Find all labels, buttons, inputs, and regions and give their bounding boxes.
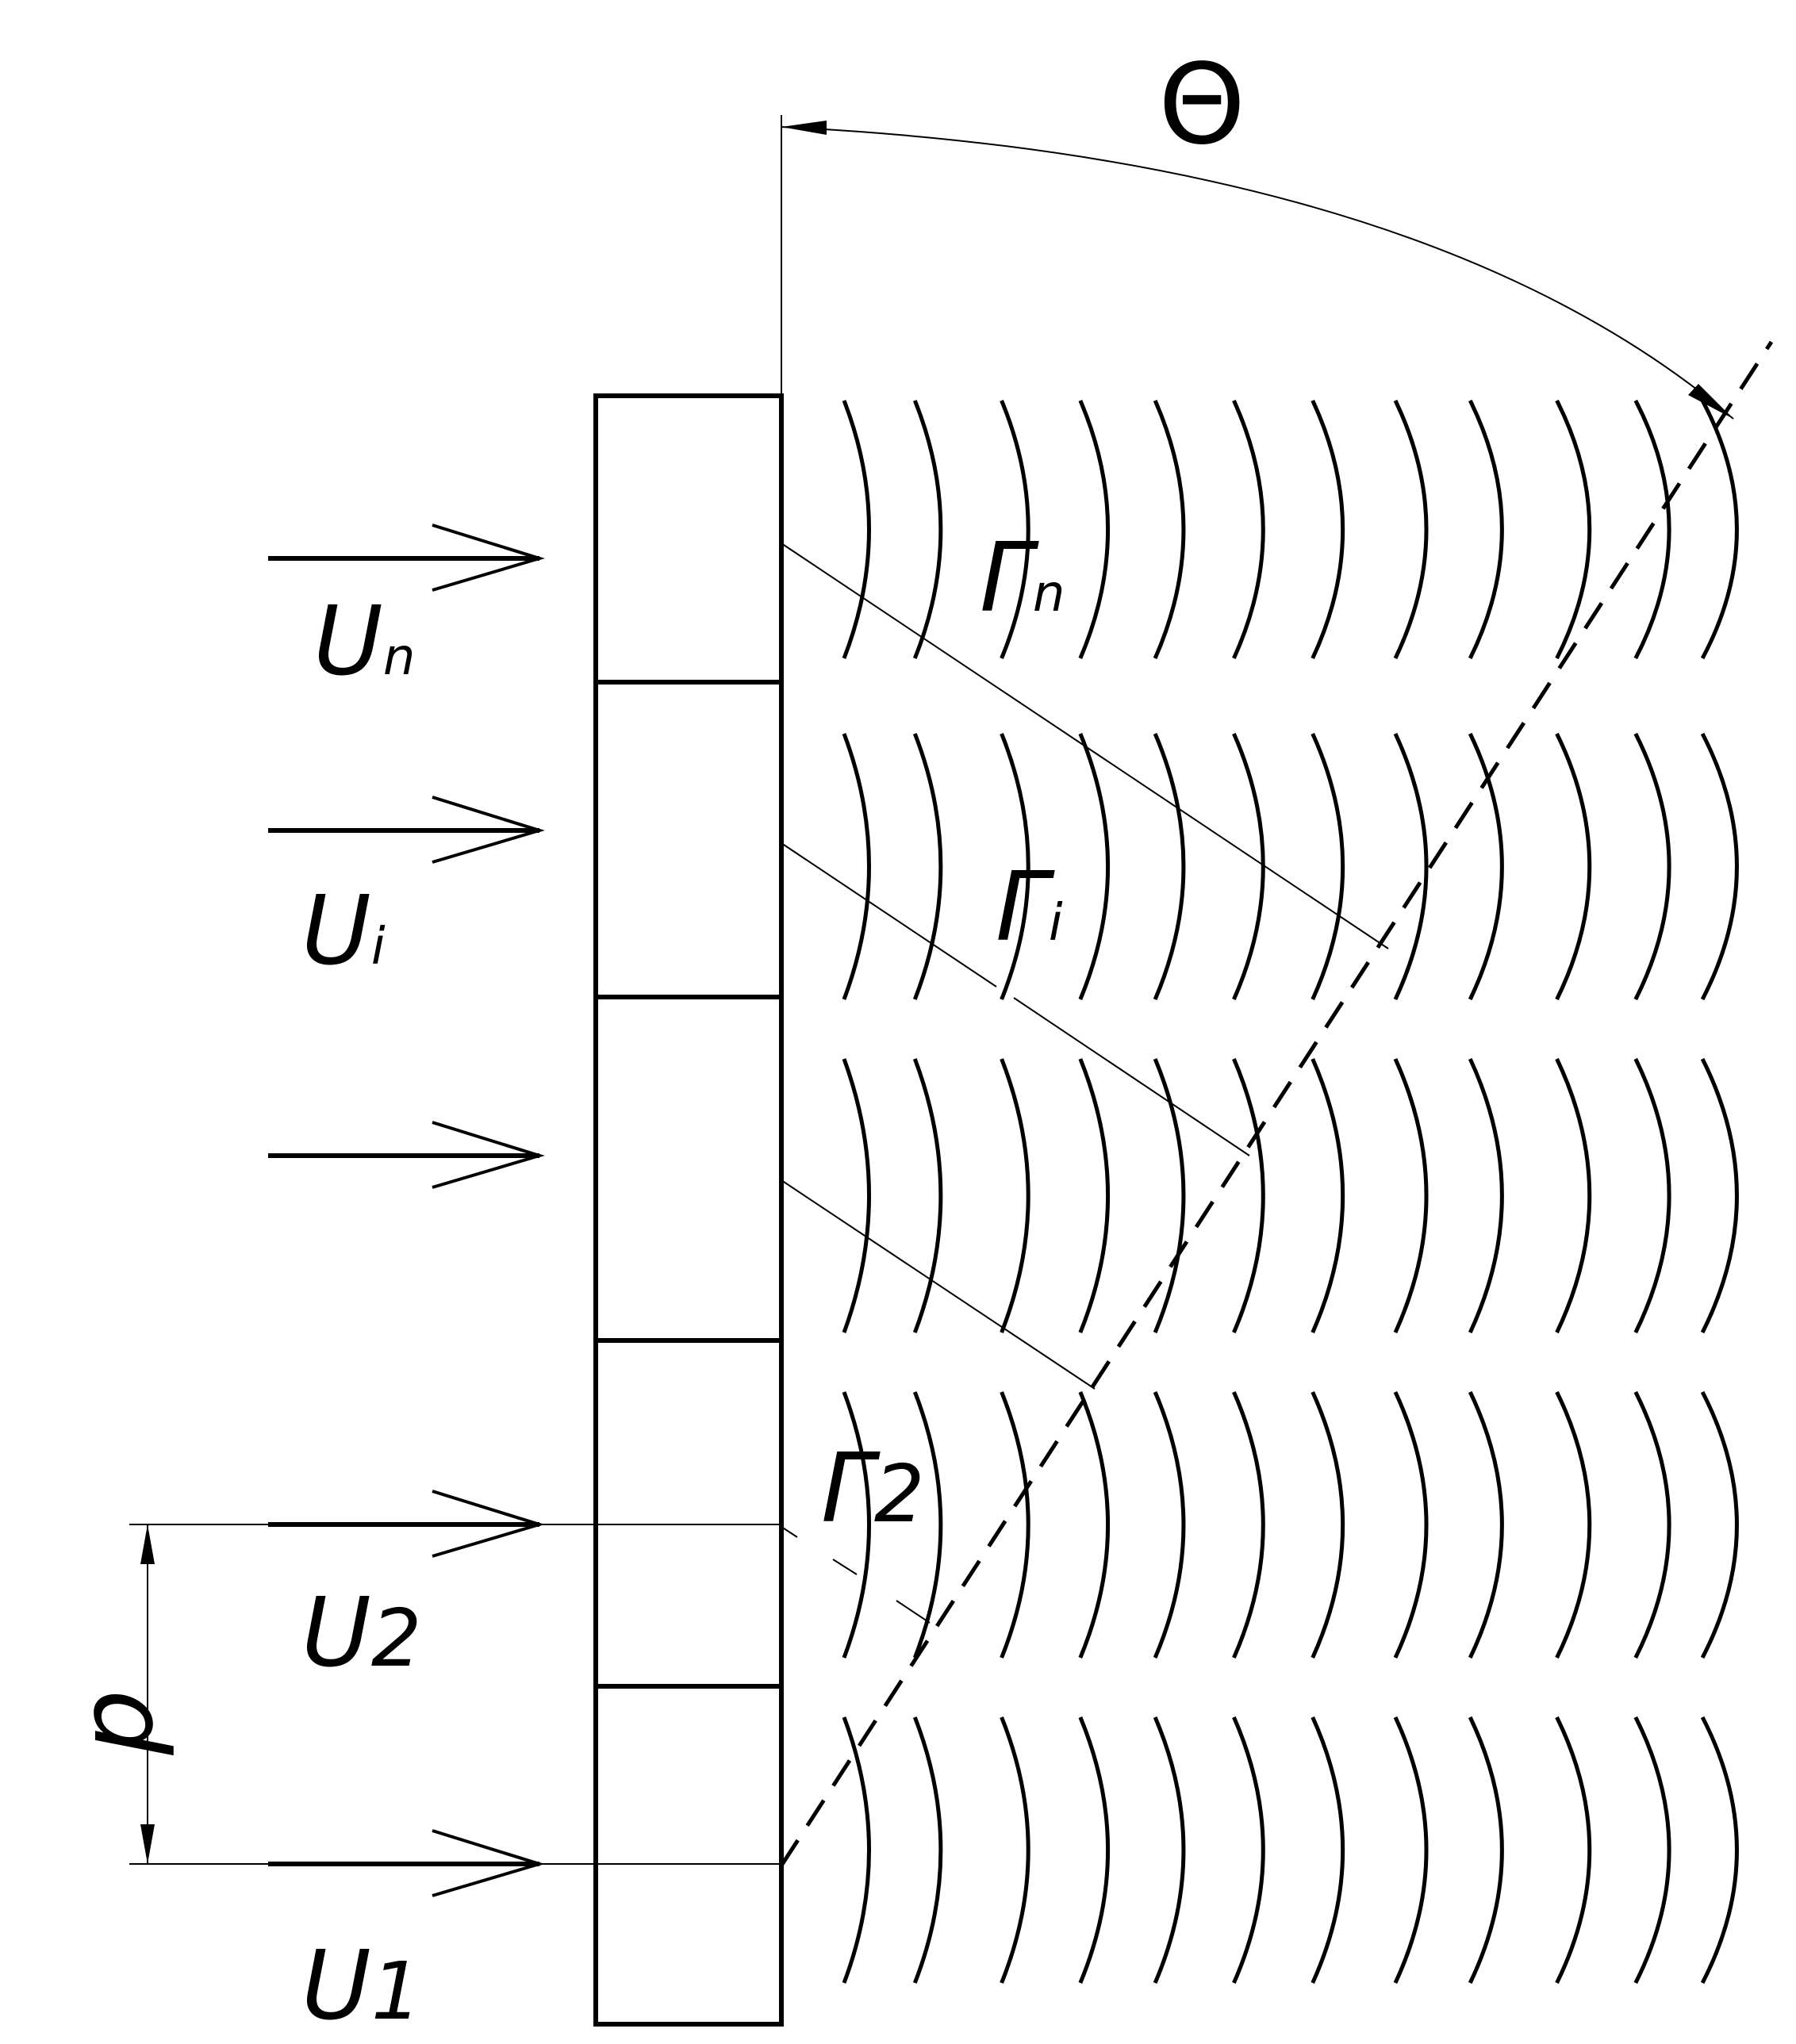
wave-arc xyxy=(1468,399,1504,660)
wave-arc xyxy=(1078,733,1110,1000)
wave-arc xyxy=(1000,733,1030,1000)
label-u-i: Ui xyxy=(301,876,386,987)
wave-arc xyxy=(1468,732,1504,1001)
wave-arc xyxy=(842,733,871,1000)
wave-arc xyxy=(1153,1716,1186,1984)
antenna-array xyxy=(593,393,784,2027)
wave-arc xyxy=(1153,1391,1186,1659)
wave-arc xyxy=(842,1058,871,1333)
label-u-n: Un xyxy=(313,587,415,697)
theta-arc xyxy=(781,126,1734,420)
wave-arc xyxy=(912,400,943,659)
wave-arc xyxy=(912,1058,943,1333)
wave-arc xyxy=(1468,1716,1504,1985)
wave-arc xyxy=(1633,1057,1671,1334)
wave-arc xyxy=(1555,1057,1592,1334)
array-outline xyxy=(593,393,784,2027)
wavefront-line xyxy=(779,340,1774,1867)
wave-arc xyxy=(1393,732,1429,1001)
wave-arc xyxy=(1468,1057,1504,1334)
wave-arc xyxy=(1555,399,1592,660)
wave-arc xyxy=(1000,1391,1030,1659)
wave-arc xyxy=(1633,732,1671,1001)
label-u-1: U1 xyxy=(301,1931,421,2040)
label-gamma-2: Γ2 xyxy=(821,1434,924,1544)
path-line-i xyxy=(1013,997,1250,1156)
wave-arc xyxy=(1555,1716,1592,1985)
wave-arc xyxy=(1232,1058,1265,1333)
wave-arc xyxy=(1311,732,1345,1001)
spacing-dimension xyxy=(129,1524,781,1865)
wave-arc xyxy=(1311,1390,1345,1659)
input-arrow-n xyxy=(268,523,545,592)
input-arrows xyxy=(268,523,545,1897)
wave-arc xyxy=(1633,399,1671,660)
wave-arc xyxy=(1700,1716,1739,1985)
labels: Θ Un Ui U2 U1 Γn Γi Γ2 d xyxy=(71,40,1245,2042)
wave-arc xyxy=(1633,1716,1671,1985)
wave-arc xyxy=(1153,733,1186,1000)
input-arrow-middle xyxy=(268,1121,545,1189)
label-gamma-i: Γi xyxy=(996,853,1063,963)
radiated-waves xyxy=(842,399,1739,1985)
wave-arc xyxy=(1153,1058,1186,1333)
wave-arc xyxy=(1311,399,1345,660)
wave-arc xyxy=(912,1716,943,1984)
wave-arc xyxy=(1078,1716,1110,1984)
label-gamma-n: Γn xyxy=(980,523,1065,634)
wave-arc xyxy=(1555,732,1592,1001)
wave-arc xyxy=(1232,1390,1265,1659)
path-line-2 xyxy=(896,1600,931,1624)
wave-arc xyxy=(1393,1390,1429,1659)
wave-arc xyxy=(1311,1716,1345,1985)
wave-arc xyxy=(842,400,871,659)
wave-arc xyxy=(1700,1057,1739,1334)
wave-arc xyxy=(1393,399,1429,660)
wave-arc xyxy=(1393,1057,1429,1334)
wave-arc xyxy=(1078,400,1110,659)
wave-arc xyxy=(1232,399,1265,660)
label-d: d xyxy=(71,1689,191,1756)
wave-arc xyxy=(912,733,943,1000)
wave-arc xyxy=(1311,1057,1345,1334)
wave-arc xyxy=(1633,1390,1671,1659)
wave-arc xyxy=(1700,1390,1739,1659)
wave-arc xyxy=(1078,1058,1111,1333)
wave-arc xyxy=(1700,732,1739,1001)
angle-dimension xyxy=(781,115,1734,420)
wave-arc xyxy=(842,1716,871,1984)
wave-arc xyxy=(1000,1716,1030,1984)
path-difference-lines xyxy=(781,543,1389,1624)
theta-label: Θ xyxy=(1158,40,1245,170)
wave-arc xyxy=(1232,732,1265,1001)
wave-arc xyxy=(1153,399,1186,660)
wave-arc xyxy=(842,1391,871,1659)
wave-arc xyxy=(1000,400,1030,659)
label-u-2: U2 xyxy=(301,1578,421,1689)
wave-arc xyxy=(1000,1058,1030,1333)
wave-arc xyxy=(1232,1716,1265,1985)
wave-arc xyxy=(1700,399,1739,660)
wave-arc xyxy=(1078,1391,1110,1659)
wave-arc xyxy=(912,1391,943,1659)
wave-arc xyxy=(1555,1390,1592,1659)
wave-arc xyxy=(1468,1390,1504,1659)
path-line-3 xyxy=(781,1179,1096,1390)
wave-arc xyxy=(1393,1716,1429,1985)
input-arrow-i xyxy=(268,796,545,864)
